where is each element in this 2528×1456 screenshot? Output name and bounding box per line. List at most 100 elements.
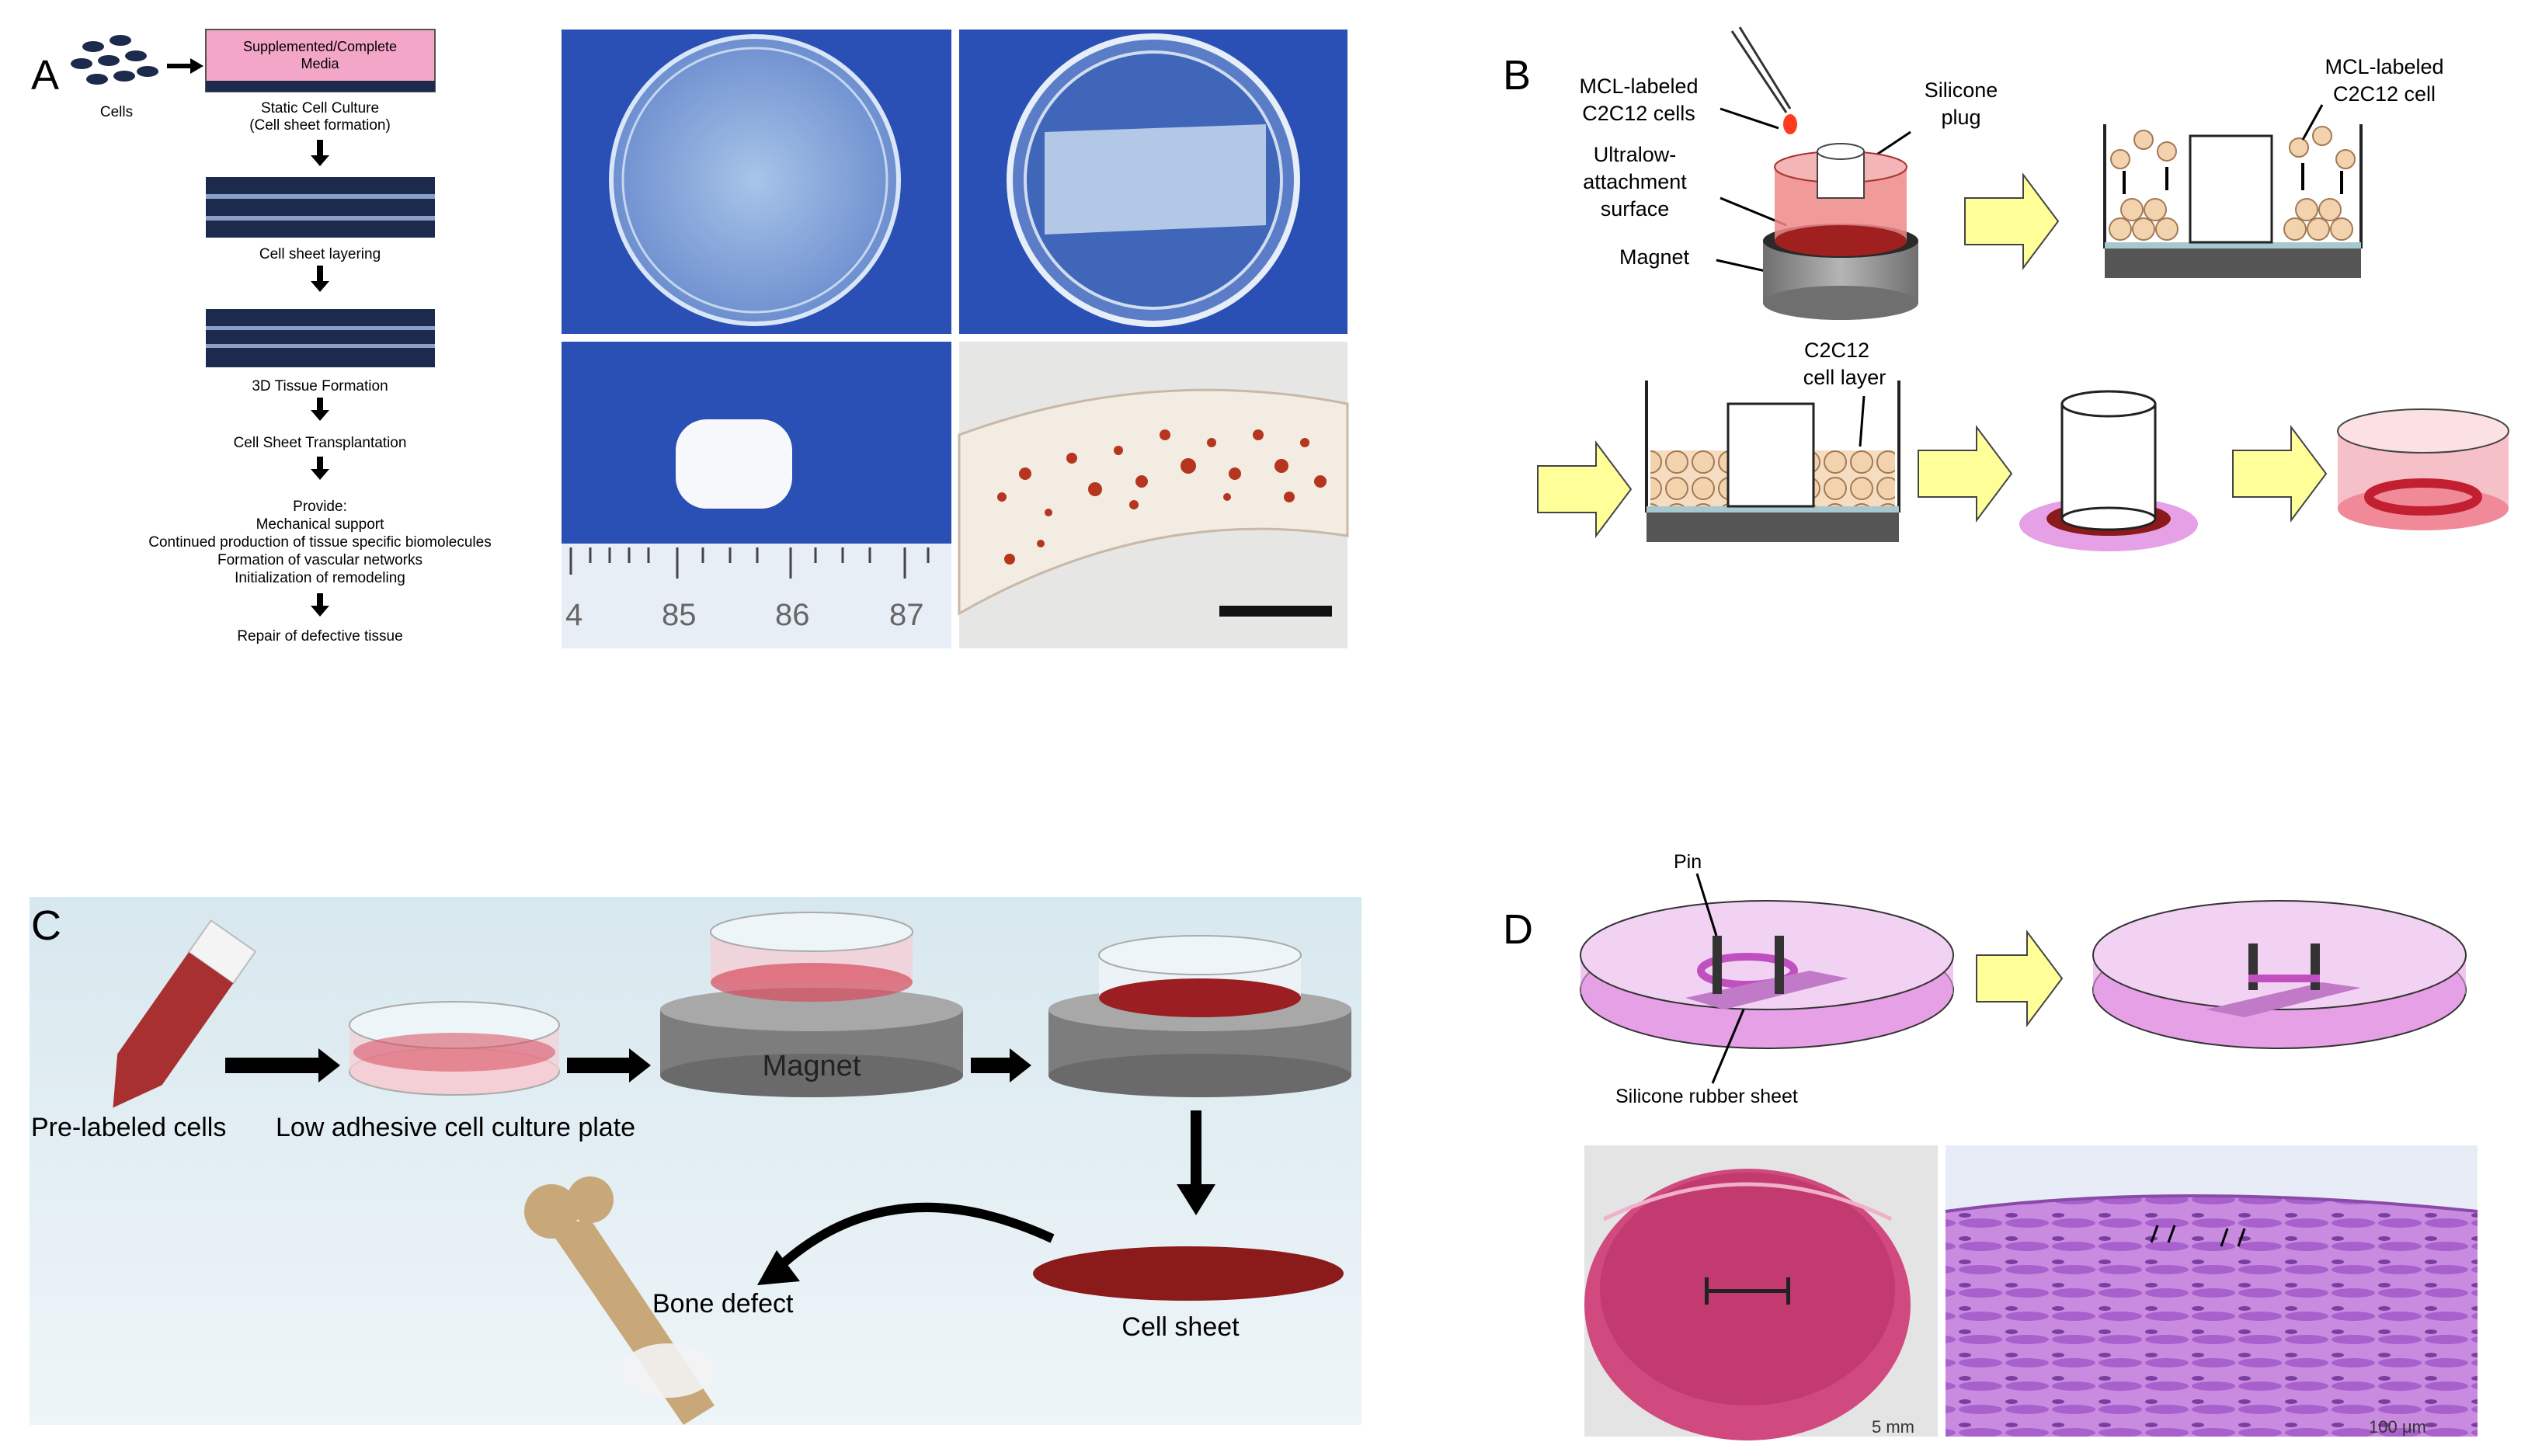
magnet-dish-assembly [1763,143,1918,320]
media-cell-layer [206,81,435,92]
arrow-icon [567,1048,651,1082]
histology-photo [958,342,1349,648]
petri-photo-1 [562,30,951,334]
magnet-label: Magnet [1619,245,1690,269]
panel-a-letter: A [31,52,59,99]
prelabeled-label: Pre-labeled cells [31,1113,226,1142]
flow-arrow-icon [317,457,323,471]
magnet-stack [660,912,963,1097]
flow-arrow-icon [317,140,323,157]
ruler-ticks [569,547,930,579]
provide-item: Initialization of remodeling [235,570,405,586]
tissue-block [206,309,435,367]
arrow-icon [971,1048,1031,1082]
flow-arrow-icon [317,593,323,607]
mcl-cells-label-2: C2C12 cells [1582,102,1695,125]
ring-formation [2019,390,2198,551]
culture-plate-icon [349,1001,560,1096]
process-arrow-icon [1976,930,2064,1027]
cells-label: Cells [100,104,133,120]
pipette-icon [1730,30,1788,113]
ruler-tick-label: 4 [565,598,582,632]
flow-arrow-head-icon [311,281,329,292]
leader-line [1859,395,1866,447]
panel-c-letter: C [31,902,61,949]
layer-label-1: C2C12 [1804,339,1869,362]
process-arrow-icon [1537,440,1633,538]
pin-label: Pin [1674,851,1702,873]
layering-label: Cell sheet layering [259,246,381,262]
histology-d-photo: 100 μm [1945,1145,2478,1437]
arrow-head-icon [1177,1184,1215,1215]
provide-item: Formation of vascular networks [217,552,422,568]
arrow-icon [1191,1110,1201,1188]
process-arrow-icon [1918,425,2013,523]
scale-left-label: 5 mm [1872,1417,1914,1437]
cell-sheet-layers [206,177,435,238]
curved-arrow-head-icon [757,1250,800,1285]
ruler-tick-label: 86 [775,598,810,632]
pipette-icon [1738,26,1792,109]
flow-arrow-icon [317,266,323,283]
static-culture-1: Static Cell Culture [261,100,379,116]
cell-drop-icon [1783,114,1797,134]
process-arrow-icon [1964,172,2060,270]
flow-arrow-head-icon [311,155,329,166]
ring-tissue-dish [2337,408,2509,530]
rubber-sheet-label: Silicone rubber sheet [1615,1086,1798,1107]
magnet-sheet-stack [1048,935,1351,1097]
tube-icon [113,919,257,1108]
mcl-cell-label-2: C2C12 cell [2333,82,2436,106]
layer-label-2: cell layer [1803,366,1886,389]
panel-b: B MCL-labeled C2C12 cells Silicone plug … [1503,26,2509,551]
arrow-icon [225,1048,340,1082]
flow-arrow-head-icon [311,410,329,421]
bone-defect-label: Bone defect [652,1289,794,1319]
transplantation-label: Cell Sheet Transplantation [234,435,407,451]
leader-line [2301,104,2324,141]
magnet-label: Magnet [763,1050,861,1082]
low-adhesive-label: Low adhesive cell culture plate [276,1113,635,1142]
flow-arrow-head-icon [311,606,329,617]
process-arrow-icon [2232,425,2328,523]
tissue-formation-label: 3D Tissue Formation [252,378,388,394]
leader-line [1720,107,1779,130]
panel-c: C Pre-labeled cells Low adhesive cell cu… [30,897,1361,1425]
leader-line [1695,873,1718,936]
panel-d-letter: D [1503,906,1533,953]
scale-right-label: 100 μm [2369,1417,2426,1437]
ruler-tick-label: 87 [889,598,924,632]
ultralow-label-1: Ultralow- [1594,143,1677,166]
mcl-cells-label-1: MCL-labeled [1579,75,1698,98]
ruler-tick-label: 85 [662,598,697,632]
ultralow-label-2: attachment [1583,170,1687,193]
flow-arrow-head-icon [311,469,329,480]
dish-with-tissue [2092,900,2467,1049]
silicone-plug-label-2: plug [1941,106,1980,129]
provide-item: Mechanical support [256,516,384,533]
static-culture-2: (Cell sheet formation) [249,117,391,134]
cell-layer-box [1645,381,1900,542]
cell-sheet-label: Cell sheet [1121,1312,1240,1342]
leader-line [1711,1009,1745,1084]
panel-a: A Cells Supplemented/Complete Media Stat… [31,29,1349,648]
mcl-cell-label-1: MCL-labeled [2325,55,2443,78]
panel-d: D Pin Silicone rubber sheet [1503,851,2478,1440]
petri-photo-2 [959,30,1347,334]
ultralow-label-3: surface [1601,197,1670,221]
media-label-2: Media [301,56,339,71]
media-label-1: Supplemented/Complete [243,39,397,54]
provide-label: Provide: [293,499,347,515]
arrow-head-icon [190,58,203,74]
scale-bar [1219,606,1332,617]
provide-item: Continued production of tissue specific … [148,534,491,551]
settling-cells-box [2103,104,2363,278]
cell-sheet-icon [1033,1246,1344,1301]
dish-photo: 5 mm [1584,1145,1938,1440]
bone-icon [524,1176,715,1425]
dish-with-pins [1580,873,1954,1084]
curved-arrow-icon [777,1203,1055,1270]
cells-icon [71,35,158,85]
repair-label: Repair of defective tissue [237,628,402,645]
flow-arrow-icon [317,398,323,412]
